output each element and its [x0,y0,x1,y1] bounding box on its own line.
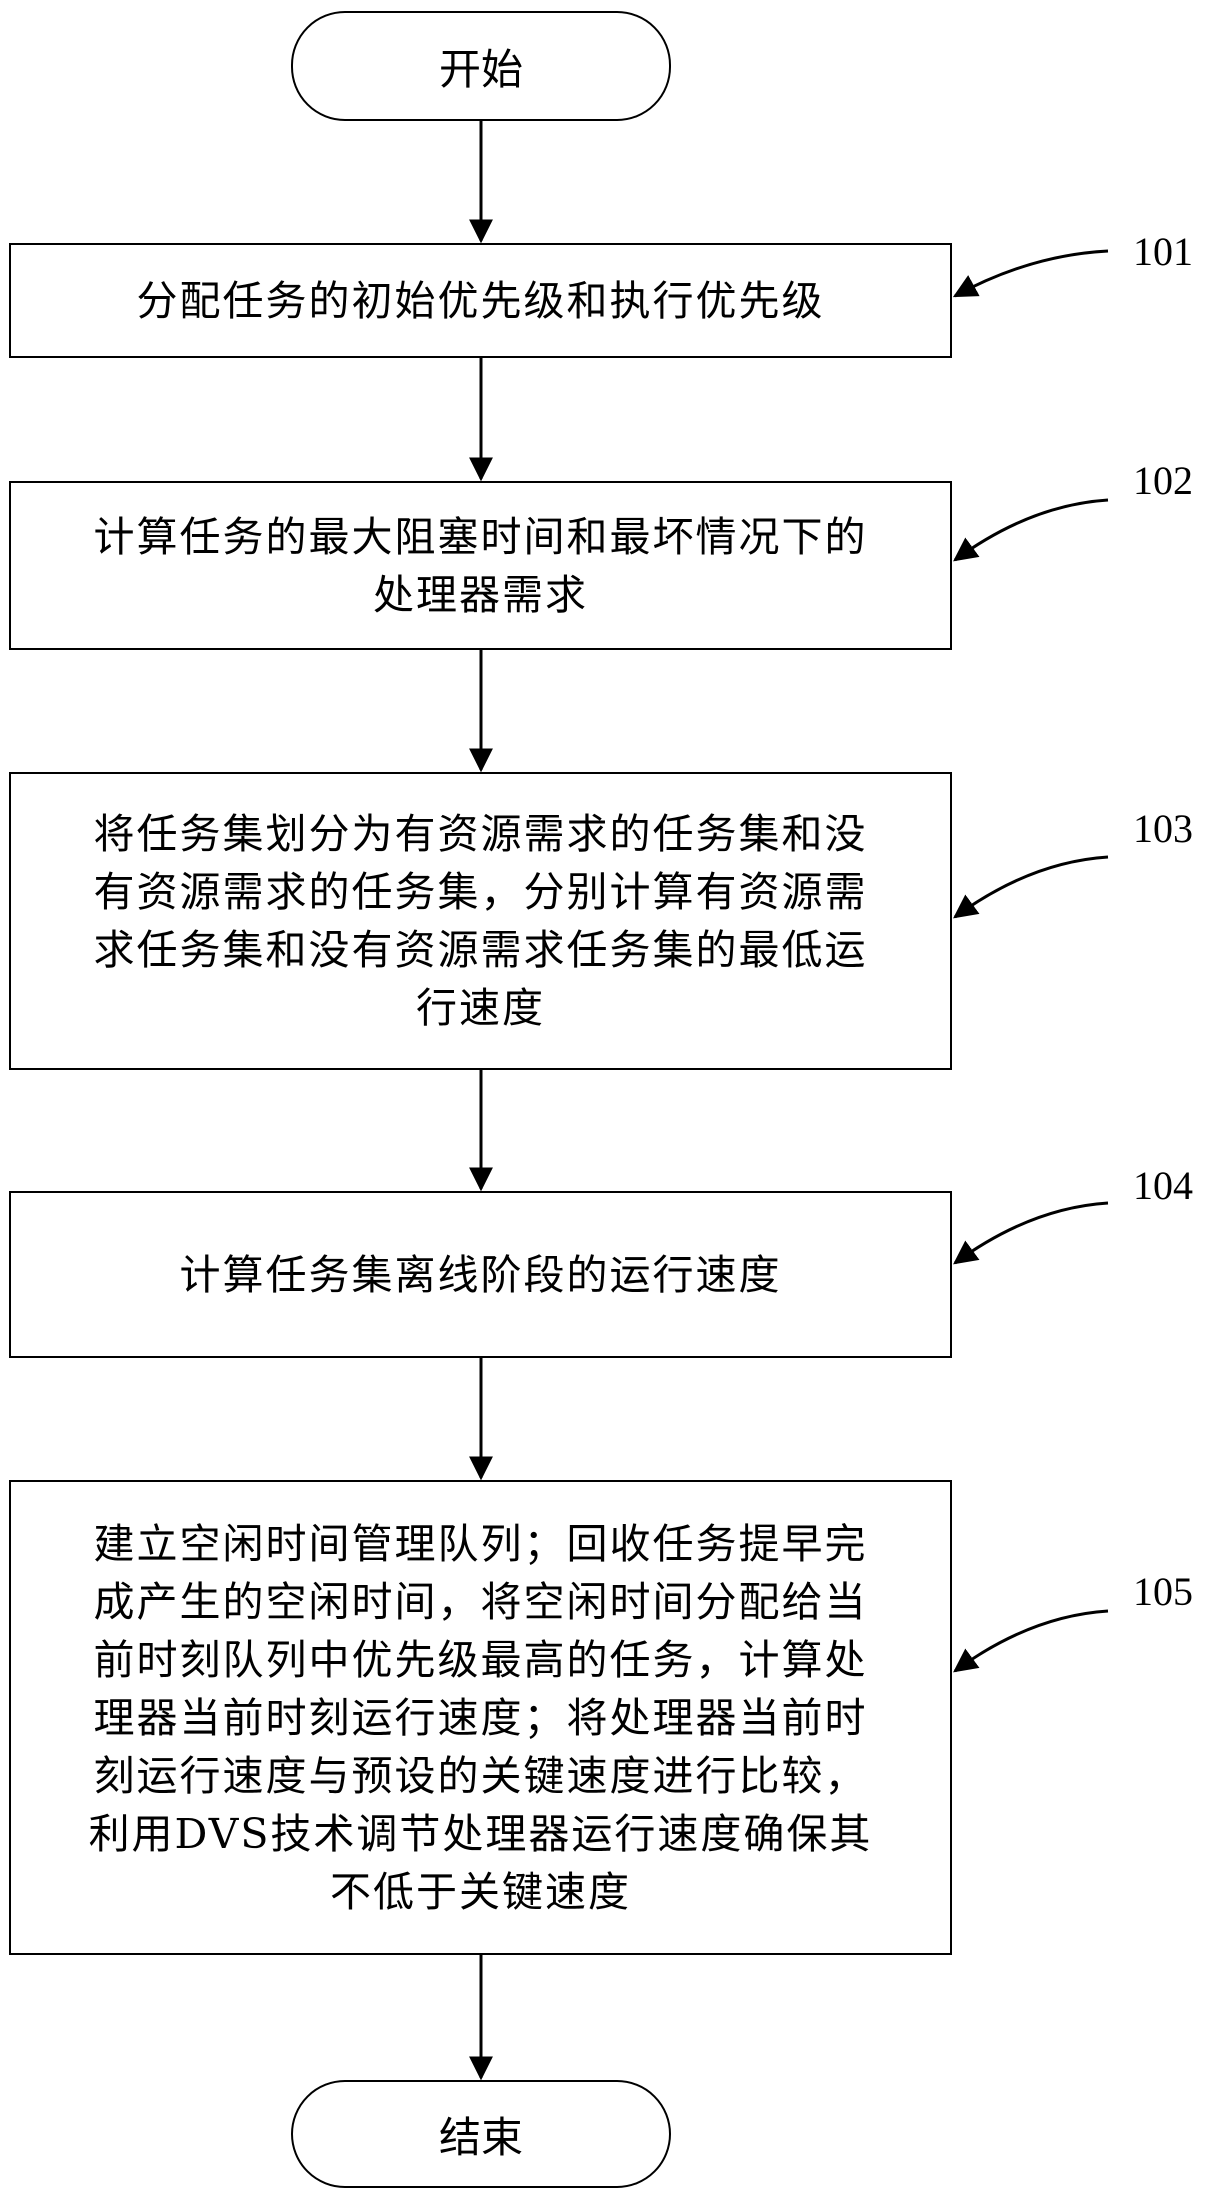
ref-label-103: 103 [1133,805,1193,852]
step-text-103: 将任务集划分为有资源需求的任务集和没 有资源需求的任务集，分别计算有资源需 求任… [94,805,868,1037]
step-text-104: 计算任务集离线阶段的运行速度 [180,1246,782,1304]
ref-arrow-105 [955,1611,1108,1671]
end-label: 结束 [439,2104,523,2165]
step-text-102: 计算任务的最大阻塞时间和最坏情况下的 处理器需求 [94,508,868,624]
ref-label-104: 104 [1133,1162,1193,1209]
ref-arrow-103 [955,857,1108,917]
step-box-103: 将任务集划分为有资源需求的任务集和没 有资源需求的任务集，分别计算有资源需 求任… [9,772,952,1070]
step-text-101: 分配任务的初始优先级和执行优先级 [137,272,825,330]
step-box-105: 建立空闲时间管理队列；回收任务提早完 成产生的空闲时间，将空闲时间分配给当 前时… [9,1480,952,1955]
start-label: 开始 [439,36,523,97]
ref-arrow-104 [955,1203,1108,1263]
end-terminal: 结束 [291,2080,671,2188]
step-box-101: 分配任务的初始优先级和执行优先级 [9,243,952,358]
step-box-104: 计算任务集离线阶段的运行速度 [9,1191,952,1358]
ref-label-105: 105 [1133,1568,1193,1615]
start-terminal: 开始 [291,11,671,121]
ref-arrow-101 [955,251,1108,296]
step-box-102: 计算任务的最大阻塞时间和最坏情况下的 处理器需求 [9,481,952,650]
ref-label-102: 102 [1133,457,1193,504]
step-text-105: 建立空闲时间管理队列；回收任务提早完 成产生的空闲时间，将空闲时间分配给当 前时… [89,1515,873,1921]
ref-arrow-102 [955,500,1108,560]
ref-label-101: 101 [1133,228,1193,275]
